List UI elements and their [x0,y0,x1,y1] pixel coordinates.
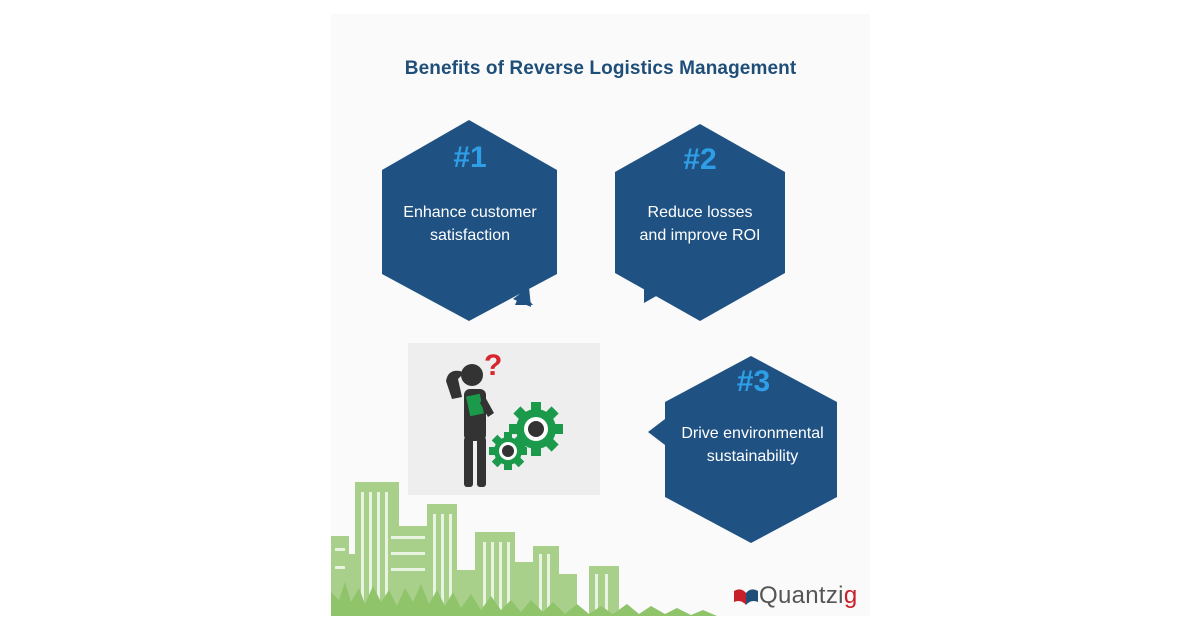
benefit-card-3: #3 Drive environmental sustainability [647,355,840,545]
city-skyline-icon [331,482,717,616]
benefit-text-line2: sustainability [706,448,799,465]
question-mark-icon: ? [484,349,502,382]
confused-person-illustration: ? [408,343,600,495]
confused-person-with-gears-icon: ? [446,349,563,487]
benefit-text-line2: and improve ROI [639,227,761,244]
hexagon-shape [382,120,557,321]
book-logo-icon [734,589,758,605]
gear-icon [489,432,527,470]
benefit-text-line1: Drive environmental [681,425,824,442]
benefit-number: #1 [453,141,487,174]
benefit-card-2: #2 Reduce losses and improve ROI [614,123,786,323]
benefit-text-line1: Reduce losses [647,204,753,221]
quantzig-logo[interactable]: Quantzig [733,581,857,611]
hexagon-shape [648,356,837,543]
benefit-number: #2 [683,143,717,176]
infographic-panel: Benefits of Reverse Logistics Management… [331,14,870,616]
benefit-card-1: #1 Enhance customer satisfaction [381,119,559,324]
hexagon-shape [615,124,785,321]
benefit-text-line2: satisfaction [429,227,511,244]
benefit-text-line1: Enhance customer [403,204,537,221]
logo-wordmark: Quantzig [759,582,858,609]
benefit-number: #3 [736,365,771,398]
infographic-title: Benefits of Reverse Logistics Management [404,58,797,79]
